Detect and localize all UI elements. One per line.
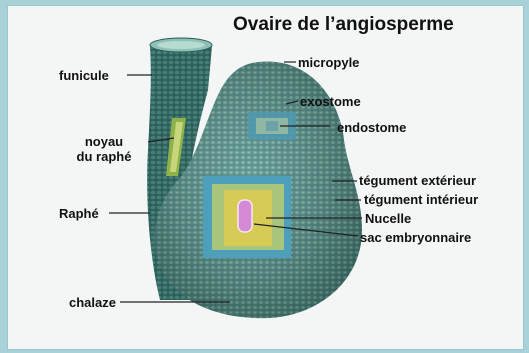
- label-chalaze: chalaze: [69, 295, 116, 310]
- label-tegument-exterieur: tégument extérieur: [359, 173, 476, 188]
- label-tegument-interieur: tégument intérieur: [364, 192, 478, 207]
- label-noyau-du-raphe: noyau du raphé: [56, 134, 152, 164]
- label-micropyle: micropyle: [298, 55, 359, 70]
- label-funicule: funicule: [59, 68, 109, 83]
- label-noyau-line2: du raphé: [56, 149, 152, 164]
- label-noyau-line1: noyau: [56, 134, 152, 149]
- label-nucelle: Nucelle: [365, 211, 411, 226]
- label-exostome: exostome: [300, 94, 361, 109]
- diagram-title: Ovaire de l’angiosperme: [233, 14, 454, 36]
- label-sac-embryonnaire: sac embryonnaire: [360, 230, 471, 245]
- label-endostome: endostome: [337, 120, 406, 135]
- label-raphe: Raphé: [59, 206, 99, 221]
- section-cutaway: [203, 176, 291, 258]
- embryo-sac-region: [238, 200, 252, 232]
